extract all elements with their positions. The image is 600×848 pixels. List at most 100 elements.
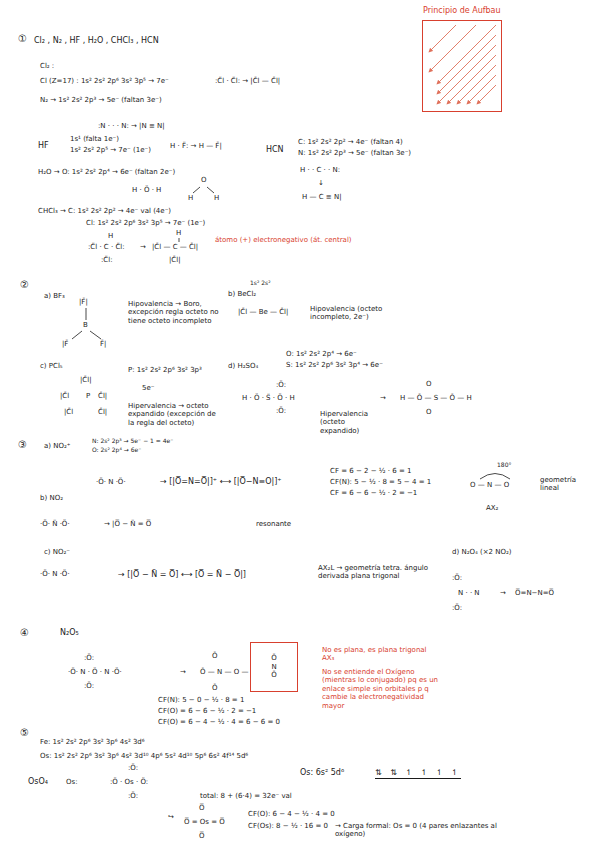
note-text: :Ö: <box>452 574 462 582</box>
section-number: ③ <box>18 439 27 451</box>
note-text: HCN <box>266 145 284 155</box>
note-text: Hipovalencia → Boro, excepción regla oct… <box>128 300 228 325</box>
note-text: ↪ <box>168 813 174 821</box>
note-text: O̅ <box>199 832 205 840</box>
note-text: |C̄l <box>64 408 73 416</box>
note-text: O <box>201 176 207 184</box>
note-text: H — C ≡ N| <box>302 193 342 201</box>
note-text: ·Ö· N · Ö · N ·Ö· <box>68 668 122 676</box>
note-text: CF(O): 6 − 4 − ½ · 4 = 0 <box>248 810 335 818</box>
note-text: O: 1s² 2s² 2p⁴ → 6e⁻ <box>286 350 357 358</box>
note-text: O̅ = Os = O̅ <box>184 818 225 826</box>
note-text: Cl (Z=17) : 1s² 2s² 2p⁶ 3s² 3p⁵ → 7e⁻ <box>40 77 169 85</box>
note-text: → <box>500 589 506 597</box>
note-text: |F̄| <box>79 298 88 306</box>
note-text: Ō — N — O — <box>200 668 248 676</box>
aufbau-box: Principio de Aufbau <box>422 20 502 112</box>
note-text: ↓ <box>318 179 324 187</box>
note-text: Cl₂ , N₂ , HF , H₂O , CHCl₃ , HCN <box>34 36 159 46</box>
note-text: :N · · · N: → |N ≡ N| <box>98 122 165 130</box>
note-text: → <box>180 668 186 676</box>
note-text: → <box>140 243 146 251</box>
note-text: → [|O̅=N=O̅|]⁺ ⟷ [|O̅−N≡O|]⁺ <box>160 477 281 487</box>
note-text: H <box>214 194 219 202</box>
note-text: 1s² 2s² 2p⁵ → 7e⁻ (1e⁻) <box>70 146 151 154</box>
note-text: |C̄l| <box>80 376 92 384</box>
note-text: Hipervalencia → octeto expandido (excepc… <box>128 402 223 427</box>
note-text: Fe: 1s² 2s² 2p⁶ 3s² 3p⁶ 4s² 3d⁶ <box>40 738 145 746</box>
margin-note: No se entiende el Oxígeno (mientras lo c… <box>322 668 447 710</box>
note-text: ·Ö· N ·Ö· <box>96 478 126 486</box>
note-text: :C̈l · C̈l: → |C̄l — C̄l| <box>215 77 280 85</box>
note-text: CF(O) = 6 − 6 − ½ · 2 = −1 <box>158 707 256 715</box>
note-text: b) NO₂ <box>40 494 63 502</box>
atom-symbol: Ō <box>271 654 277 662</box>
note-text: H — Ō — S — Ō — H <box>400 394 472 402</box>
note-text: d) H₂SO₄ <box>228 362 258 370</box>
note-text: :Ö: <box>84 682 94 690</box>
note-text: O <box>426 408 432 416</box>
note-text: b) BeCl₂ <box>228 290 256 298</box>
note-text: Os: 1s² 2s² 2p⁶ 3s² 3p⁶ 4s² 3d¹⁰ 4p⁶ 5s²… <box>40 752 248 760</box>
section-number: ④ <box>20 627 29 639</box>
note-text: H · F̈: → H — F̄| <box>170 142 222 150</box>
note-text: :Ö: <box>84 654 94 662</box>
note-text: |C̄l — Be — C̄l| <box>238 308 288 316</box>
note-text: ⇅ ⇅ ↿ ↿ ↿ ↿ <box>375 768 461 779</box>
atom-symbol: Ō <box>271 671 277 679</box>
note-text: Ō <box>212 652 218 660</box>
note-text: N: 2s² 2p³ → 5e⁻ − 1 = 4e⁻ <box>92 437 173 444</box>
note-text: S: 1s² 2s² 2p⁶ 3s² 3p⁴ → 6e⁻ <box>286 361 383 369</box>
note-text: N · · N <box>458 589 480 597</box>
note-text: ·Ö· N̈ ·Ö· <box>40 520 70 528</box>
note-text: CF(O) = 6 − 4 − ½ · 4 = 6 − 6 = 0 <box>158 718 280 726</box>
note-text: Cl: 1s² 2s² 2p⁶ 3s² 3p⁵ → 7e⁻ (1e⁻) <box>86 219 205 227</box>
aufbau-diagonals <box>429 25 496 104</box>
note-text: 1s² 2s² <box>250 279 271 286</box>
note-text: |C̄l| <box>169 256 181 264</box>
note-text: OsO₄ <box>28 777 48 787</box>
margin-note: No es plana, es plana trigonal AX₃ <box>322 646 432 663</box>
highlight-box: ŌNŌ <box>250 642 298 692</box>
note-text: H · · C · · N: <box>300 166 340 174</box>
note-text: c) NO₂⁻ <box>44 548 70 556</box>
note-text: a) NO₂⁺ <box>44 442 71 450</box>
note-text: O̅ <box>199 804 205 812</box>
note-text: CF = 6 − 2 − ½ · 6 = 1 <box>330 467 411 475</box>
note-text: :Ö · Os · Ö: <box>110 778 148 786</box>
note-text: 1s¹ (falta 1e⁻) <box>70 135 119 143</box>
note-text: N: 1s² 2s² 2p³ → 5e⁻ (faltan 3e⁻) <box>298 149 411 157</box>
note-text: resonante <box>256 520 291 528</box>
note-text: H₂O → O: 1s² 2s² 2p⁴ → 6e⁻ (faltan 2e⁻) <box>38 168 175 176</box>
section-number: ① <box>18 33 27 45</box>
note-text: O: 2s² 2p⁴ → 6e⁻ <box>92 446 141 453</box>
section-number: ② <box>20 279 29 291</box>
note-text: → [|O̅ − N̈ = O̅] ⟷ [O̅ = N̈ − O̅|] <box>118 570 246 580</box>
section-number: ⑤ <box>20 727 29 739</box>
note-text: ·Ö· N ·Ö· <box>40 570 70 578</box>
note-text: O — N — O <box>470 481 509 489</box>
note-text: 180° <box>497 461 511 468</box>
note-text: :Ö: <box>128 792 138 800</box>
note-text: geometría lineal <box>540 476 588 493</box>
note-text: CF(N): 5 − 0 − ½ · 8 = 1 <box>158 696 244 704</box>
note-text: CF(N): 5 − ½ · 8 = 5 − 4 = 1 <box>330 478 431 486</box>
note-text: H <box>108 232 113 240</box>
note-text: O <box>426 380 432 388</box>
note-text: |C̄l <box>60 392 69 400</box>
note-text: total: 8 + (6·4) = 32e⁻ val <box>200 792 292 800</box>
note-text: Hipovalencia (octeto incompleto, 2e⁻) <box>310 305 405 322</box>
note-text: CHCl₃ → C: 1s² 2s² 2p² → 4e⁻ val (4e⁻) <box>38 207 171 215</box>
note-text: C̄l| <box>98 392 107 400</box>
note-text: P <box>86 392 90 400</box>
note-text: d) N₂O₄ (×2 NO₂) <box>452 548 512 556</box>
note-text: CF = 6 − 6 − ½ · 2 = −1 <box>330 489 417 497</box>
note-text: → <box>380 394 386 402</box>
note-text: Ō <box>212 684 218 692</box>
note-text: |F̄ <box>62 340 68 348</box>
note-text: AX₂L → geometría tetra. ángulo derivada … <box>318 564 433 581</box>
note-text: C̄l| <box>98 408 107 416</box>
note-text: CF(Os): 8 − ½ · 16 = 0 <box>248 822 328 830</box>
note-text: Hipervalencia (octeto expandido) <box>320 410 385 435</box>
